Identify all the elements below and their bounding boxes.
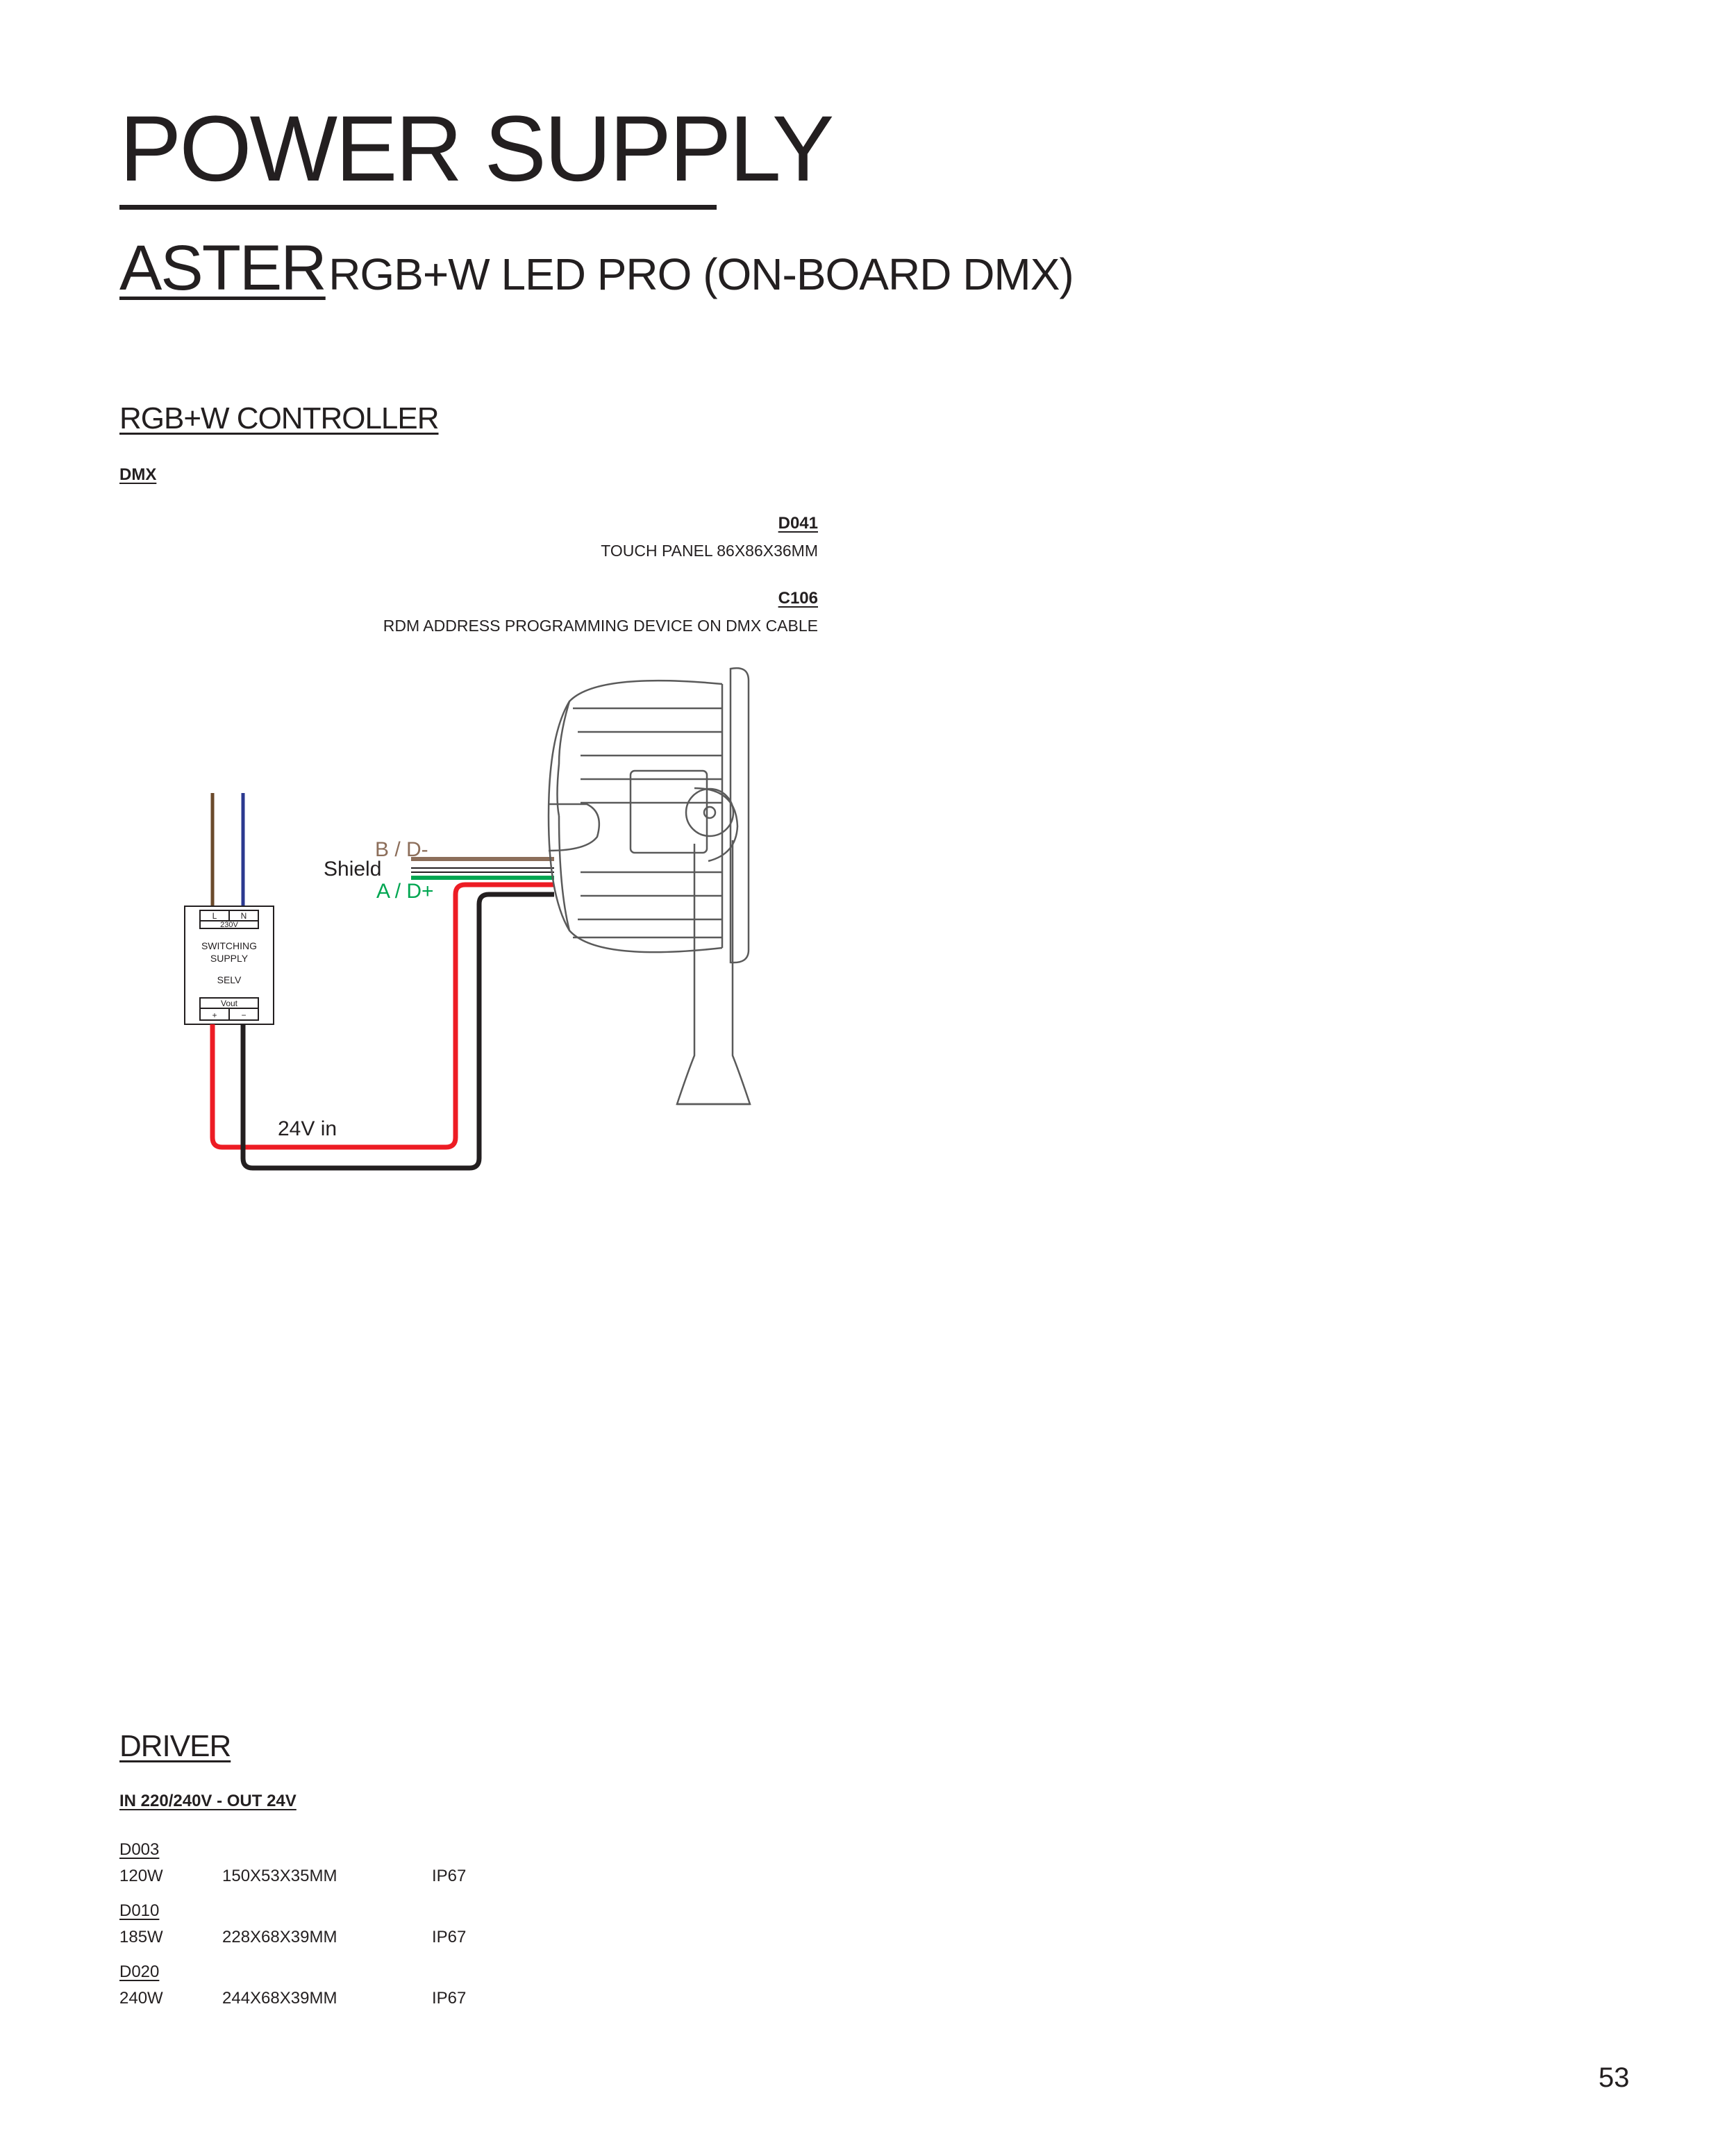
- accessory-code-2: C106: [778, 589, 818, 608]
- product-name: ASTER: [119, 233, 327, 303]
- controller-heading: RGB+W CONTROLLER: [119, 401, 440, 435]
- psu-vout-label: Vout: [221, 999, 238, 1008]
- driver-power-3: 240W: [119, 1989, 163, 2008]
- aster-fixture: [547, 667, 751, 1106]
- driver-code-1: D003: [119, 1840, 160, 1859]
- accessory-description-2: RDM ADDRESS PROGRAMMING DEVICE ON DMX CA…: [383, 617, 818, 635]
- accessory-description-1: TOUCH PANEL 86X86X36MM: [601, 542, 818, 560]
- psu-line3: SELV: [217, 974, 242, 985]
- driver-size-3: 244X68X39MM: [222, 1989, 337, 2008]
- driver-code-2: D010: [119, 1901, 160, 1920]
- driver-ip-3: IP67: [432, 1989, 467, 2008]
- driver-heading: DRIVER: [119, 1729, 231, 1763]
- power-red-wire: [210, 882, 554, 1150]
- wire-label-24v: 24V in: [278, 1117, 337, 1140]
- driver-ip-1: IP67: [432, 1867, 467, 1885]
- wire-label-a: A / D+: [376, 880, 434, 903]
- driver-size-1: 150X53X35MM: [222, 1867, 337, 1885]
- psu-plus-label: +: [212, 1010, 217, 1020]
- psu-line2: SUPPLY: [210, 953, 249, 964]
- driver-power-2: 185W: [119, 1928, 163, 1946]
- driver-size-2: 228X68X39MM: [222, 1928, 337, 1946]
- psu-voltage-label: 230V: [220, 921, 238, 929]
- driver-power-1: 120W: [119, 1867, 163, 1885]
- driver-sublabel: IN 220/240V - OUT 24V: [119, 1792, 297, 1810]
- accessory-code-1: D041: [778, 514, 818, 533]
- controller-sublabel: DMX: [119, 465, 157, 484]
- page-number: 53: [1599, 2062, 1630, 2093]
- psu-l-label: L: [212, 911, 217, 921]
- product-subtitle: ASTER RGB+W LED PRO (ON-BOARD DMX): [119, 236, 1074, 300]
- power-black-wire: [240, 892, 554, 1171]
- wire-label-shield: Shield: [324, 858, 381, 881]
- product-variant: RGB+W LED PRO (ON-BOARD DMX): [328, 249, 1074, 299]
- psu-minus-label: −: [241, 1010, 246, 1020]
- switching-supply: [184, 906, 274, 1025]
- driver-ip-2: IP67: [432, 1928, 467, 1946]
- psu-line1: SWITCHING: [201, 940, 257, 951]
- psu-n-label: N: [241, 911, 247, 921]
- driver-code-3: D020: [119, 1962, 160, 1981]
- page-title: POWER SUPPLY: [119, 97, 834, 201]
- title-underline: [119, 205, 717, 210]
- wire-label-b: B / D-: [375, 838, 428, 861]
